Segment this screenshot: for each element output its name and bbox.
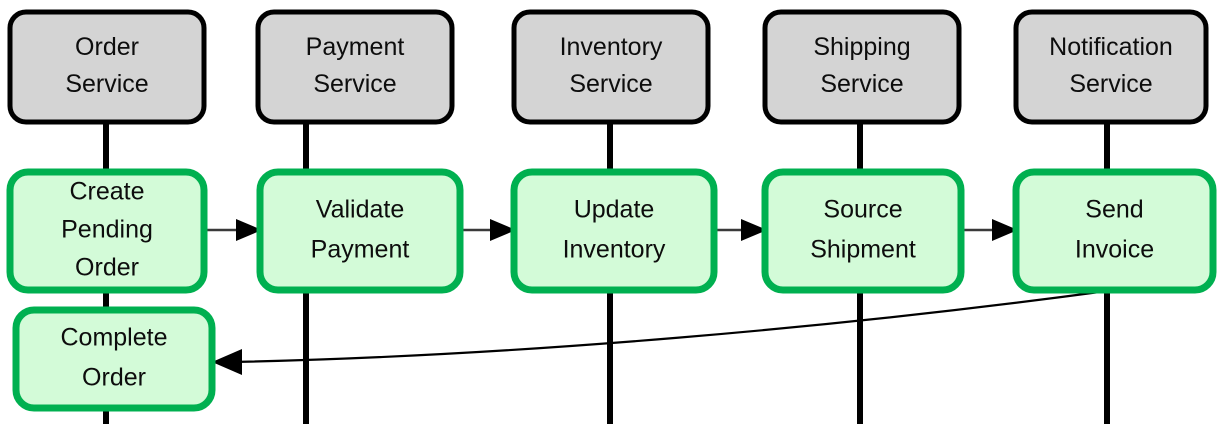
participant-inventory-service-label-line-1: Inventory xyxy=(560,33,663,61)
participant-order-service-label-line-1: Order xyxy=(75,33,139,61)
action-validate-payment-label-line-2: Payment xyxy=(311,236,410,264)
action-source-shipment-label-line-1: Source xyxy=(823,196,902,224)
flow-update-to-source-arrowhead xyxy=(741,219,767,241)
action-create-pending-order-label-line-3: Order xyxy=(75,254,139,282)
flow-update-to-source xyxy=(714,219,767,241)
flow-create-to-validate xyxy=(204,219,262,241)
participants-layer: OrderServicePaymentServiceInventoryServi… xyxy=(7,9,1209,125)
flow-send-invoice-to-complete-order-arrowhead xyxy=(212,349,242,375)
action-validate-payment-box[interactable] xyxy=(256,168,464,294)
participant-order-service-label-line-2: Service xyxy=(65,70,148,98)
action-update-inventory-label-line-2: Inventory xyxy=(563,236,666,264)
action-source-shipment-box[interactable] xyxy=(761,168,965,294)
action-complete-order-label-line-1: Complete xyxy=(61,324,168,352)
action-complete-order-box[interactable] xyxy=(12,306,216,412)
action-create-pending-order-box[interactable] xyxy=(6,168,208,294)
participant-shipping-service-label-line-2: Service xyxy=(820,70,903,98)
action-source-shipment-label-line-2: Shipment xyxy=(810,236,916,264)
flow-send-invoice-to-complete-order-path xyxy=(231,289,1108,364)
participant-payment-service-label-line-1: Payment xyxy=(306,33,405,61)
action-update-inventory-box[interactable] xyxy=(510,168,718,294)
flow-create-to-validate-arrowhead xyxy=(236,219,262,241)
flow-validate-to-update xyxy=(460,219,516,241)
flow-validate-to-update-arrowhead xyxy=(490,219,516,241)
participant-order-service-box[interactable] xyxy=(7,9,207,125)
action-validate-payment-label-line-1: Validate xyxy=(316,196,405,224)
participant-shipping-service-label-line-1: Shipping xyxy=(813,33,910,61)
flow-arrows-layer xyxy=(204,219,1018,241)
participant-notification-service-box[interactable] xyxy=(1013,9,1209,125)
participant-payment-service-box[interactable] xyxy=(255,9,455,125)
participant-inventory-service-label-line-2: Service xyxy=(569,70,652,98)
action-complete-order-label-line-2: Order xyxy=(82,364,146,392)
action-create-pending-order-label-line-1: Create xyxy=(69,178,144,206)
lifelines-layer xyxy=(103,122,1110,424)
participant-inventory-service-box[interactable] xyxy=(511,9,711,125)
return-flow-layer xyxy=(212,289,1108,375)
action-update-inventory-label-line-1: Update xyxy=(574,196,655,224)
participant-payment-service-label-line-2: Service xyxy=(313,70,396,98)
flow-source-to-send-arrowhead xyxy=(992,219,1018,241)
flow-source-to-send xyxy=(961,219,1018,241)
participant-shipping-service-box[interactable] xyxy=(762,9,962,125)
participant-notification-service-label-line-2: Service xyxy=(1069,70,1152,98)
action-create-pending-order-label-line-2: Pending xyxy=(61,216,153,244)
action-send-invoice-label-line-1: Send xyxy=(1085,196,1143,224)
flow-send-invoice-to-complete-order xyxy=(212,289,1108,375)
action-send-invoice-label-line-2: Invoice xyxy=(1075,236,1154,264)
participant-notification-service-label-line-1: Notification xyxy=(1049,33,1173,61)
action-send-invoice-box[interactable] xyxy=(1012,168,1217,294)
